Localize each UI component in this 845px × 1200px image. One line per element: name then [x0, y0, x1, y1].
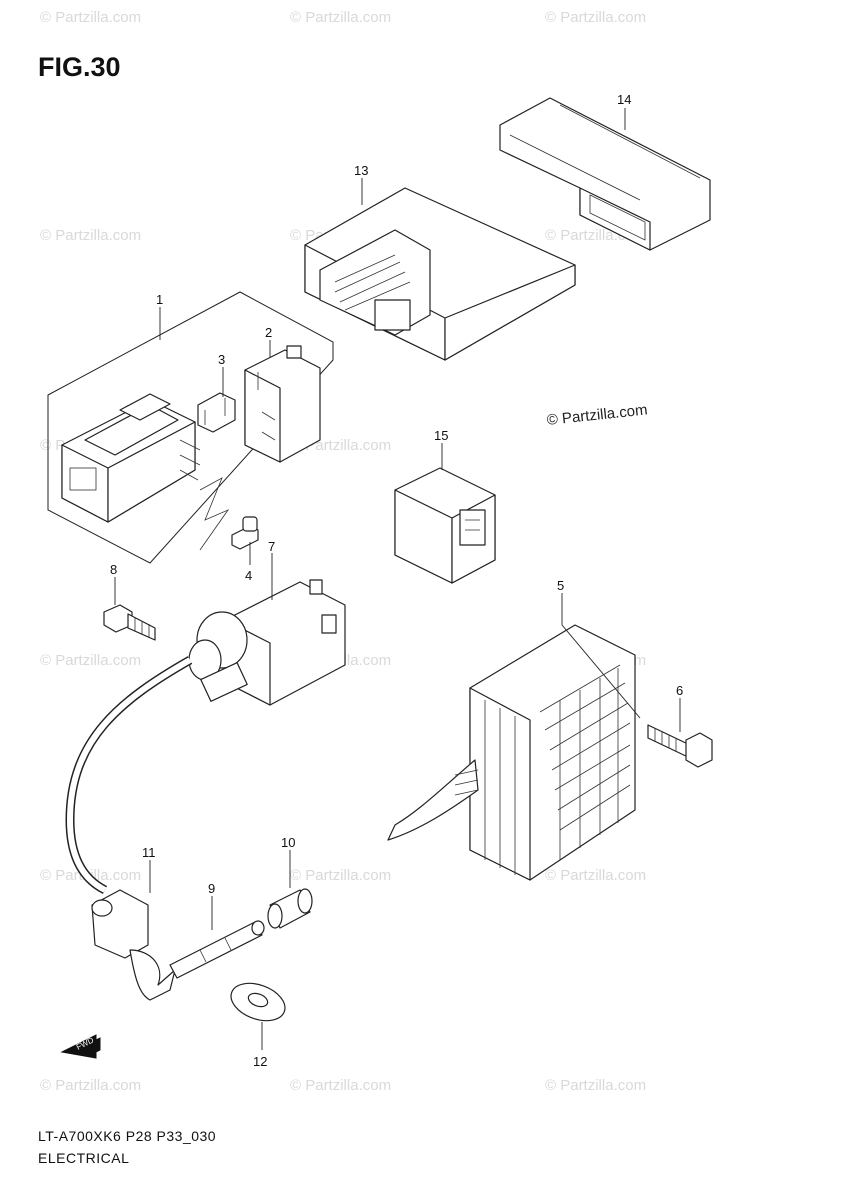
- leader-lines: [114, 108, 681, 1050]
- callout-7: 7: [268, 539, 275, 554]
- part-6-bolt: [647, 724, 713, 768]
- figure-title: FIG.30: [38, 52, 121, 82]
- part-15-connector: [394, 467, 496, 584]
- part-9-cord: [169, 920, 265, 979]
- callout-14: 14: [617, 92, 631, 107]
- watermark: © Partzilla.com: [40, 652, 141, 669]
- callout-13: 13: [354, 163, 368, 178]
- part-5-regulator-rectifier: [387, 624, 636, 881]
- callout-1: 1: [156, 292, 163, 307]
- part-2-fuse-holder: [244, 345, 321, 463]
- part-12-grommet: [230, 982, 286, 1022]
- watermark: © Partzilla.com: [545, 867, 646, 884]
- watermark: © Partzilla.com: [40, 227, 141, 244]
- part-4-bolt: [231, 516, 259, 550]
- part-10-sleeve: [267, 888, 313, 929]
- part-8-bolt: [103, 604, 156, 641]
- watermark: © Partzilla.com: [545, 9, 646, 26]
- callout-4: 4: [245, 568, 252, 583]
- watermark: © Partzilla.com: [40, 1077, 141, 1094]
- part-14-ecm-cover: [499, 97, 711, 251]
- part-13-ecm: [304, 187, 576, 361]
- callout-9: 9: [208, 881, 215, 896]
- watermark: © Partzilla.com: [290, 9, 391, 26]
- callout-3: 3: [218, 352, 225, 367]
- diagram-code: LT-A700XK6 P28 P33_030: [38, 1128, 217, 1144]
- watermark: © Partzilla.com: [290, 867, 391, 884]
- section-name: ELECTRICAL: [38, 1150, 130, 1166]
- watermark: © Partzilla.com: [545, 1077, 646, 1094]
- fwd-arrow-icon: FWD: [60, 1034, 101, 1059]
- callout-8: 8: [110, 562, 117, 577]
- part-3-fuse: [197, 392, 236, 433]
- callout-5: 5: [557, 578, 564, 593]
- callout-15: 15: [434, 428, 448, 443]
- callout-6: 6: [676, 683, 683, 698]
- watermark: © Partzilla.com: [290, 1077, 391, 1094]
- callout-12: 12: [253, 1054, 267, 1069]
- callout-10: 10: [281, 835, 295, 850]
- part-1-starter-relay-assembly: [47, 291, 334, 564]
- watermark: © Partzilla.com: [40, 9, 141, 26]
- callout-2: 2: [265, 325, 272, 340]
- callout-11: 11: [142, 845, 156, 860]
- callout-labels: 1 2 3 4 5 6 7 8 9 10 11 12 13 14 15: [110, 92, 683, 1069]
- part-11-plug-cap: [91, 889, 176, 1001]
- part-7-ignition-coil: [65, 579, 346, 895]
